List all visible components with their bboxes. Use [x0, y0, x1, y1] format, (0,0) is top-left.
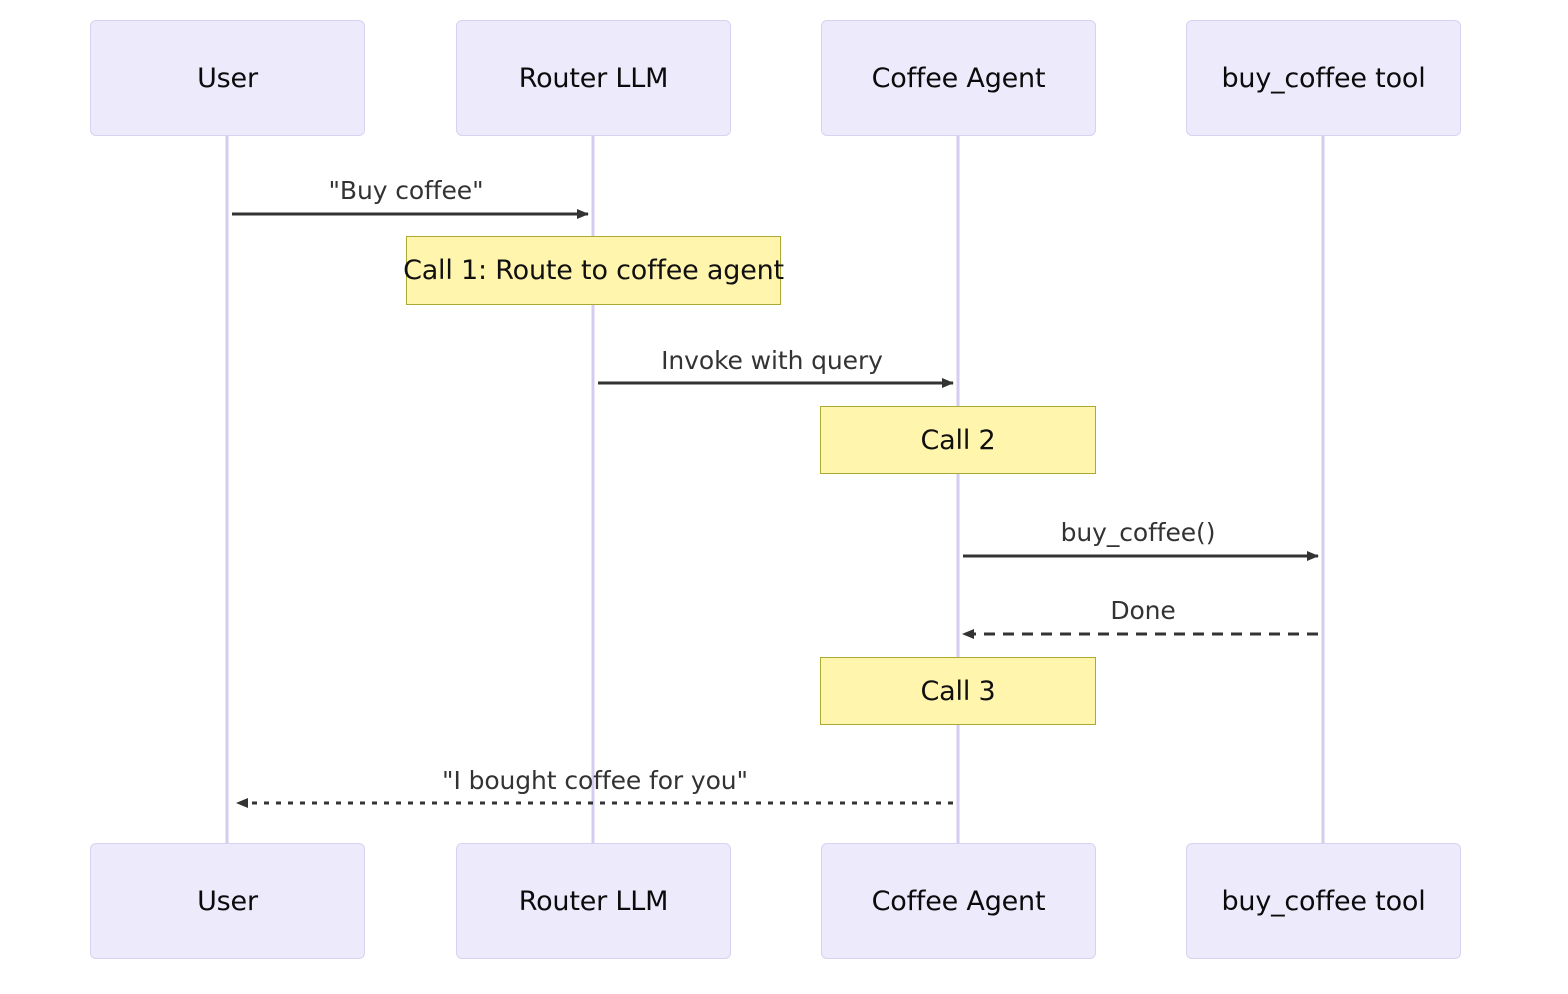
actor-box-router-llm-bottom[interactable]: Router LLM: [456, 843, 731, 959]
actor-label-buy-coffee-tool-top: buy_coffee tool: [1221, 62, 1426, 94]
actor-box-coffee-agent-bottom[interactable]: Coffee Agent: [821, 843, 1096, 959]
actor-label-coffee-agent-bottom: Coffee Agent: [871, 885, 1046, 917]
actor-box-router-llm-top[interactable]: Router LLM: [456, 20, 731, 136]
actor-label-buy-coffee-tool-bottom: buy_coffee tool: [1221, 885, 1426, 917]
note-call-2: Call 2: [820, 406, 1096, 474]
actor-label-router-llm-bottom: Router LLM: [518, 885, 669, 917]
actor-box-user-bottom[interactable]: User: [90, 843, 365, 959]
actor-label-coffee-agent-top: Coffee Agent: [871, 62, 1046, 94]
message-label-invoke-with-query: Invoke with query: [661, 346, 883, 375]
note-call-2-label: Call 2: [920, 424, 996, 456]
note-call-3-label: Call 3: [920, 675, 996, 707]
actor-box-buy-coffee-tool-bottom[interactable]: buy_coffee tool: [1186, 843, 1461, 959]
message-label-buy-coffee-call: buy_coffee(): [1060, 518, 1216, 547]
message-label-i-bought-coffee: "I bought coffee for you": [442, 766, 748, 795]
note-call-3: Call 3: [820, 657, 1096, 725]
actor-label-user-top: User: [197, 62, 258, 94]
actor-label-user-bottom: User: [197, 885, 258, 917]
message-arrow-group: [232, 209, 1319, 808]
actor-box-buy-coffee-tool-top[interactable]: buy_coffee tool: [1186, 20, 1461, 136]
note-call-1: Call 1: Route to coffee agent: [403, 236, 784, 305]
actor-box-user-top[interactable]: User: [90, 20, 365, 136]
message-label-buy-coffee: "Buy coffee": [328, 176, 484, 205]
note-call-1-label: Call 1: Route to coffee agent: [403, 255, 784, 286]
actor-box-coffee-agent-top[interactable]: Coffee Agent: [821, 20, 1096, 136]
actor-label-router-llm-top: Router LLM: [518, 62, 669, 94]
message-label-done: Done: [1110, 596, 1176, 625]
